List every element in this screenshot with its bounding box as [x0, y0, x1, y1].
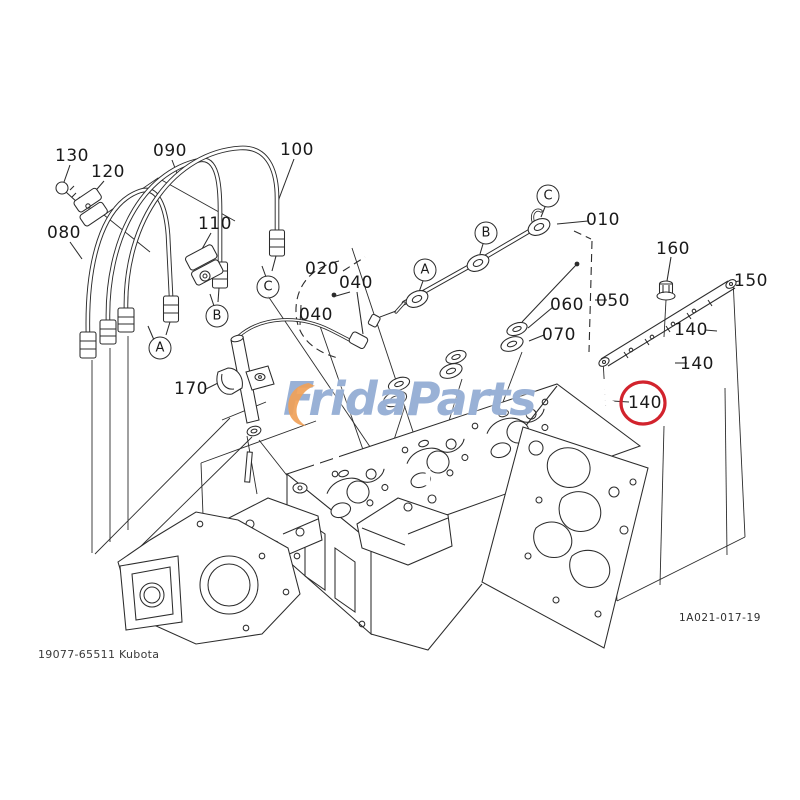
injectors-group	[381, 252, 537, 410]
callout-130: 130	[55, 146, 89, 166]
diagram-code: 1A021-017-19	[679, 612, 762, 624]
overflow-pipe-group	[217, 311, 396, 437]
callout-050: 050	[596, 291, 630, 311]
nut-160	[657, 281, 675, 337]
cylinder-head-group	[287, 384, 648, 650]
callout-140-right: 140	[674, 320, 708, 340]
callout-120: 120	[91, 162, 125, 182]
callout-020: 020	[305, 259, 339, 279]
callout-040-upper: 040	[339, 273, 373, 293]
ref-letter-pipe-a: A	[148, 336, 172, 360]
callout-160: 160	[656, 239, 690, 259]
ref-letter-pipe-c: C	[256, 275, 280, 299]
highlight-circle	[621, 382, 665, 424]
return-pipe-group	[396, 210, 553, 312]
gear-case-group	[118, 483, 300, 645]
pipe-clamp-110	[184, 244, 224, 286]
part-number-note: 19077-65511 Kubota	[38, 648, 160, 661]
ref-letter-pipe-b: B	[205, 304, 229, 328]
callout-060: 060	[550, 295, 584, 315]
pipe-clamp-120	[73, 187, 109, 227]
callout-090: 090	[153, 141, 187, 161]
callout-170: 170	[174, 379, 208, 399]
callout-100: 100	[280, 140, 314, 160]
callout-040-lower: 040	[299, 305, 333, 325]
callout-070: 070	[542, 325, 576, 345]
callout-110: 110	[198, 214, 232, 234]
callout-140-highlighted: 140	[628, 393, 662, 413]
callout-150: 150	[734, 271, 768, 291]
bolt-130	[56, 182, 80, 203]
ref-letter-rail-b: B	[474, 221, 498, 245]
callout-010: 010	[586, 210, 620, 230]
leader-lines	[64, 159, 739, 402]
callout-080: 080	[47, 223, 81, 243]
pump-group	[357, 468, 452, 565]
ref-letter-rail-a: A	[413, 258, 437, 282]
injection-pipes-group	[80, 148, 285, 358]
ref-letter-rail-c: C	[536, 184, 560, 208]
callout-140-mid: 140	[680, 354, 714, 374]
